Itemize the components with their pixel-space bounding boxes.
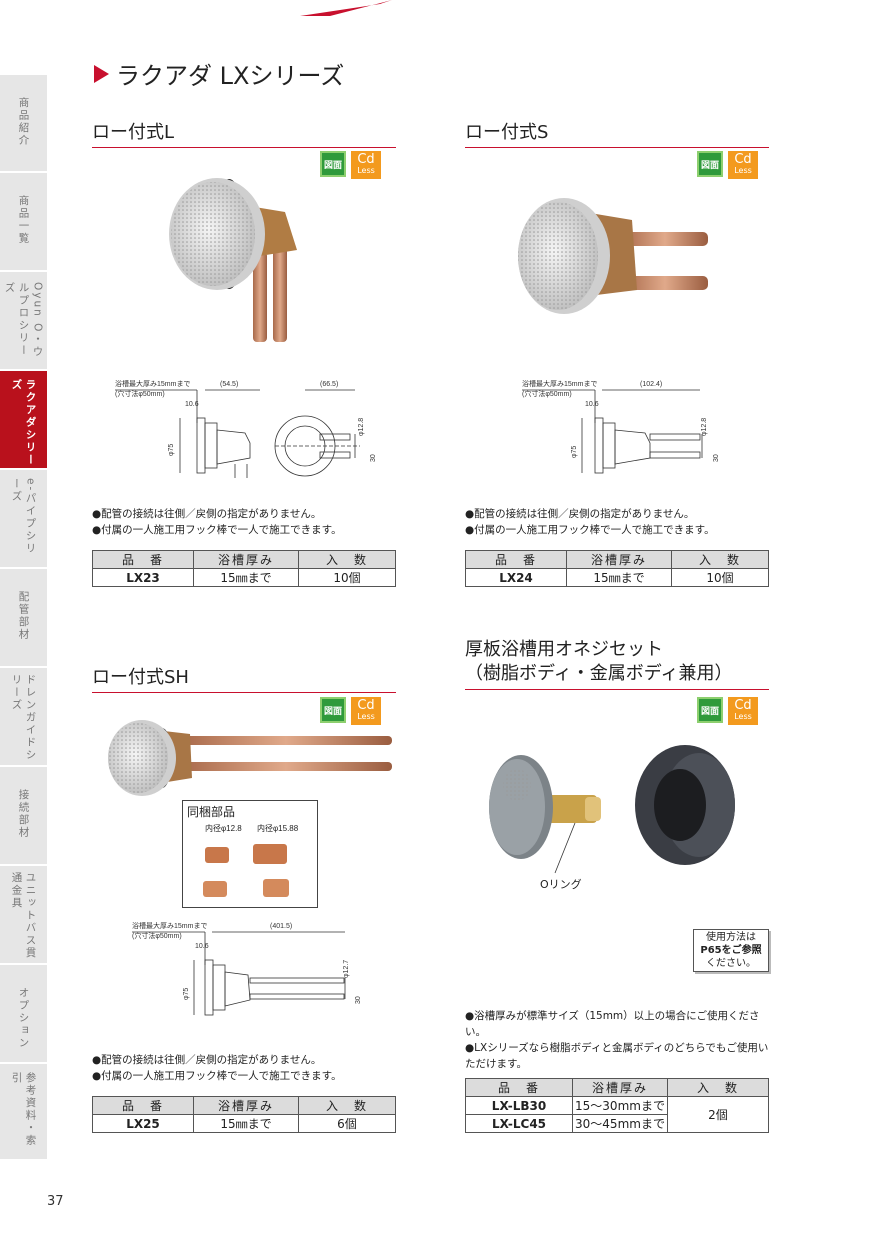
tab-drain-guide[interactable]: ドレンガイドシリーズ [0, 668, 47, 767]
usage-note-box: 使用方法は P65をご参照 ください。 [693, 929, 769, 972]
drawing-badge-icon: 図面 [320, 151, 346, 177]
bullets-lx24: ●配管の接続は往側／戻側の指定がありません。 ●付属の一人施工用フック棒で一人で… [465, 506, 715, 538]
coupling-large-icon [253, 844, 287, 864]
dim-note-2: (穴寸法φ50mm) [132, 931, 182, 940]
dim-thickness: 10.6 [195, 943, 209, 950]
bullet-item: ●配管の接続は往側／戻側の指定がありません。 [92, 1054, 322, 1066]
included-parts-title: 同梱部品 [187, 805, 236, 819]
included-parts-box: 同梱部品 内径φ12.8 内径φ15.88 [182, 800, 318, 908]
section-title-s: ロー付式S [465, 118, 769, 148]
dim-pitch: 30 [713, 454, 720, 462]
section-title-l: ロー付式L [92, 118, 396, 148]
dim-diameter: φ75 [571, 446, 578, 458]
dim-length: (401.5) [270, 923, 292, 930]
section-title-oneji: 厚板浴槽用オネジセット （樹脂ボディ・金属ボディ兼用） [465, 638, 769, 690]
dimension-drawing-lx24: 浴槽最大厚み15mmまで (穴寸法φ50mm) (102.4) 10.6 φ75… [522, 379, 720, 474]
tab-unit-bath[interactable]: ユニットバス貫通金具 [0, 866, 47, 965]
dim-note-2: (穴寸法φ50mm) [522, 389, 572, 398]
drawing-badge-icon: 図面 [320, 697, 346, 723]
dimension-drawing-lx23: 浴槽最大厚み15mmまで (穴寸法φ50mm) (54.5) (66.5) 10… [115, 379, 377, 478]
page-title: ラクアダ LXシリーズ [94, 56, 344, 91]
dimension-drawing-lx25: 浴槽最大厚み15mmまで (穴寸法φ50mm) (401.5) 10.6 φ75… [132, 921, 362, 1016]
coupling-small-icon [205, 847, 229, 863]
product-photo-lx23 [169, 178, 297, 342]
dim-length-2: (66.5) [320, 381, 338, 388]
tab-option[interactable]: オプション [0, 965, 47, 1064]
bullets-lx23: ●配管の接続は往側／戻側の指定がありません。 ●付属の一人施工用フック棒で一人で… [92, 506, 342, 538]
product-photo-lx25 [108, 720, 392, 796]
tab-piping-parts[interactable]: 配管部材 [0, 569, 47, 668]
page-number: 37 [47, 1194, 64, 1209]
coupling-small-icon [203, 881, 227, 897]
bullets-oneji: ●浴槽厚みが標準サイズ（15mm）以上の場合にご使用ください。 ●LXシリーズな… [465, 1008, 771, 1072]
dim-note-2: (穴寸法φ50mm) [115, 389, 165, 398]
dim-diameter: φ75 [183, 988, 190, 1000]
dim-diameter: φ75 [168, 444, 175, 456]
tab-epipe[interactable]: e-パイプシリーズ [0, 470, 47, 569]
bullet-item: ●浴槽厚みが標準サイズ（15mm）以上の場合にご使用ください。 [465, 1010, 760, 1038]
triangle-marker-icon [94, 64, 109, 83]
dim-thickness: 10.6 [585, 401, 599, 408]
included-inner-dia-a: 内径φ12.8 [205, 823, 242, 833]
tab-reference[interactable]: 参考資料・索引 [0, 1064, 47, 1161]
oring-label: Oリング [540, 878, 582, 891]
included-inner-dia-b: 内径φ15.88 [257, 823, 299, 833]
dim-note-1: 浴槽最大厚み15mmまで [132, 921, 207, 930]
drawing-badge-icon: 図面 [697, 151, 723, 177]
coupling-large-icon [263, 879, 289, 897]
dim-note-1: 浴槽最大厚み15mmまで [115, 379, 190, 388]
bullet-item: ●付属の一人施工用フック棒で一人で施工できます。 [92, 1070, 342, 1082]
dim-length: (102.4) [640, 381, 662, 388]
product-photo-oneji-set [489, 745, 735, 874]
section-title-sh: ロー付式SH [92, 663, 396, 693]
dim-note-1: 浴槽最大厚み15mmまで [522, 379, 597, 388]
dim-thickness: 10.6 [185, 401, 199, 408]
tab-product-list[interactable]: 商品一覧 [0, 173, 47, 272]
tab-oyuno[interactable]: Oyun O・ウルプロシリーズ [0, 272, 47, 371]
bullet-item: ●配管の接続は往側／戻側の指定がありません。 [92, 508, 322, 520]
dim-pitch: 30 [355, 996, 362, 1004]
product-photo-lx24 [518, 198, 708, 314]
bullet-item: ●付属の一人施工用フック棒で一人で施工できます。 [465, 524, 715, 536]
bullet-item: ●LXシリーズなら樹脂ボディと金属ボディのどちらでもご使用いただけます。 [465, 1042, 769, 1070]
tab-rakuada[interactable]: ラクアダシリーズ [0, 371, 47, 470]
tab-connection-parts[interactable]: 接続部材 [0, 767, 47, 866]
bullet-item: ●配管の接続は往側／戻側の指定がありません。 [465, 508, 695, 520]
tab-product-intro[interactable]: 商品紹介 [0, 75, 47, 173]
dim-length: (54.5) [220, 381, 238, 388]
dim-pipe: φ12.7 [343, 960, 350, 978]
dim-pipe: φ12.8 [358, 418, 365, 436]
dim-pitch: 30 [370, 454, 377, 462]
bullet-item: ●付属の一人施工用フック棒で一人で施工できます。 [92, 524, 342, 536]
top-accent-bar [0, 0, 392, 16]
dim-pipe: φ12.8 [701, 418, 708, 436]
bullets-lx25: ●配管の接続は往側／戻側の指定がありません。 ●付属の一人施工用フック棒で一人で… [92, 1052, 342, 1084]
drawing-badge-icon: 図面 [697, 697, 723, 723]
